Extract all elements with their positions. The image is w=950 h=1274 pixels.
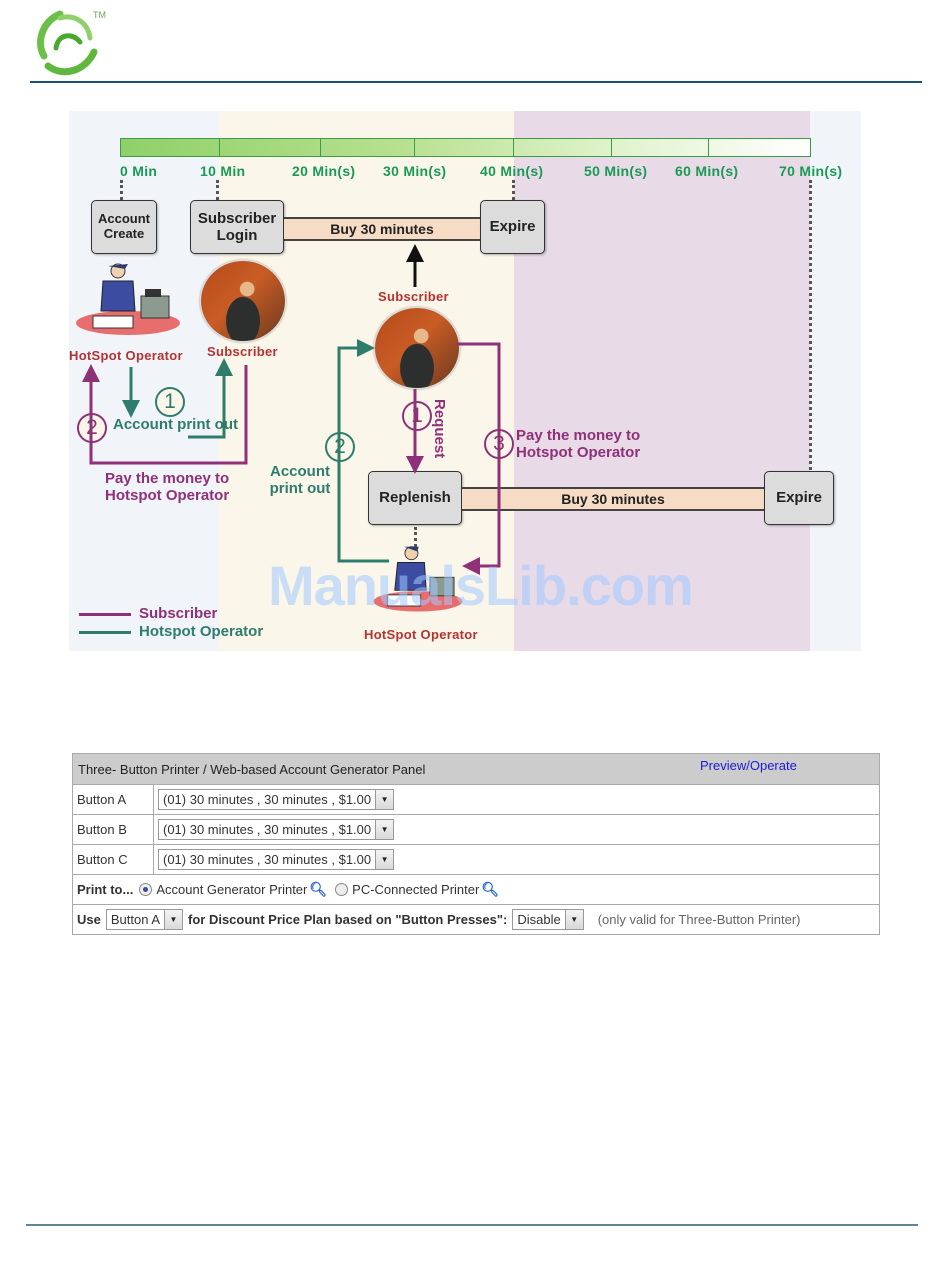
- tick-30: 30 Min(s): [383, 163, 447, 179]
- button-b-label: Button B: [73, 815, 154, 844]
- chevron-down-icon[interactable]: ▼: [564, 910, 583, 929]
- panel-header: Three- Button Printer / Web-based Accoun…: [73, 754, 879, 785]
- chevron-down-icon[interactable]: ▼: [375, 820, 394, 839]
- replenish-account-printout-label: Account print out: [269, 463, 331, 498]
- account-generator-printer-radio[interactable]: [139, 883, 153, 896]
- discount-row: Use Button A ▼ for Discount Price Plan b…: [73, 905, 879, 934]
- tick-50: 50 Min(s): [584, 163, 648, 179]
- discount-note: (only valid for Three-Button Printer): [597, 912, 801, 927]
- zone-post-expire: [810, 111, 861, 651]
- legend-operator-label: Hotspot Operator: [139, 623, 264, 640]
- panel-title: Three- Button Printer / Web-based Accoun…: [78, 762, 426, 777]
- tick-40: 40 Min(s): [480, 163, 544, 179]
- replenish-subscriber-caption: Subscriber: [378, 289, 449, 304]
- pc-connected-printer-radio[interactable]: [335, 883, 349, 896]
- button-a-label: Button A: [73, 785, 154, 814]
- chevron-down-icon[interactable]: ▼: [164, 910, 183, 929]
- replenish-expire-box: Expire: [764, 471, 834, 525]
- tick-20: 20 Min(s): [292, 163, 356, 179]
- replenish-box: Replenish: [368, 471, 462, 525]
- subscriber-photo: [200, 260, 286, 342]
- account-create-box: Account Create: [91, 200, 157, 254]
- button-a-row: Button A (01) 30 minutes , 30 minutes , …: [73, 785, 879, 815]
- timeline-bar: [120, 138, 811, 157]
- left-pay-money-label: Pay the money to Hotspot Operator: [105, 470, 230, 505]
- tick-10: 10 Min: [200, 163, 246, 179]
- billing-flow-diagram: 0 Min 10 Min 20 Min(s) 30 Min(s) 40 Min(…: [69, 111, 861, 651]
- tick-70: 70 Min(s): [779, 163, 843, 179]
- step-1-badge: 1: [155, 387, 185, 417]
- subscriber-login-box: Subscriber Login: [190, 200, 284, 254]
- header-divider: [30, 81, 922, 83]
- zone-replenish-time: [514, 111, 810, 651]
- buy-time-bar: Buy 30 minutes: [284, 217, 480, 241]
- tick-0: 0 Min: [120, 163, 158, 179]
- request-step-1-badge: 1: [402, 401, 432, 431]
- button-c-plan-select[interactable]: (01) 30 minutes , 30 minutes , $1.00 ▼: [158, 849, 395, 870]
- flow-arrows: [82, 244, 501, 575]
- button-b-row: Button B (01) 30 minutes , 30 minutes , …: [73, 815, 879, 845]
- button-b-plan-select[interactable]: (01) 30 minutes , 30 minutes , $1.00 ▼: [158, 819, 395, 840]
- legend-subscriber-label: Subscriber: [139, 605, 218, 622]
- dotted-connector: [512, 180, 515, 200]
- search-icon[interactable]: 🔍︎: [309, 881, 328, 897]
- search-icon[interactable]: 🔍︎: [481, 881, 500, 897]
- account-generator-panel: Three- Button Printer / Web-based Accoun…: [72, 753, 880, 935]
- pc-connected-printer-label[interactable]: PC-Connected Printer: [352, 882, 480, 897]
- legend-subscriber-swatch: [79, 613, 131, 616]
- button-c-label: Button C: [73, 845, 154, 874]
- discount-button-select[interactable]: Button A ▼: [105, 909, 184, 930]
- company-logo-icon: [37, 10, 98, 76]
- use-label: Use: [77, 912, 101, 927]
- replenish-operator-illustration: [373, 546, 463, 612]
- legend-operator-swatch: [79, 631, 131, 634]
- account-generator-printer-label[interactable]: Account Generator Printer: [156, 882, 308, 897]
- watermark: ManualsLib.com: [268, 554, 694, 617]
- discount-plan-label: for Discount Price Plan based on "Button…: [188, 912, 508, 927]
- left-subscriber-caption: Subscriber: [207, 344, 278, 359]
- dotted-connector: [120, 180, 123, 200]
- trademark-mark: TM: [93, 10, 106, 20]
- chevron-down-icon[interactable]: ▼: [375, 850, 394, 869]
- print-to-label: Print to...: [77, 882, 134, 897]
- request-label: Request: [431, 399, 448, 459]
- button-c-row: Button C (01) 30 minutes , 30 minutes , …: [73, 845, 879, 875]
- dotted-connector: [216, 180, 219, 200]
- preview-operate-link[interactable]: Preview/Operate: [700, 758, 797, 773]
- dotted-connector: [809, 180, 812, 470]
- discount-state-select[interactable]: Disable ▼: [512, 909, 584, 930]
- footer-divider: [26, 1224, 918, 1226]
- left-operator-caption: HotSpot Operator: [69, 348, 183, 363]
- replenish-subscriber-photo: [374, 307, 460, 389]
- hotspot-operator-illustration: [76, 263, 180, 335]
- print-to-row: Print to... Account Generator Printer 🔍︎…: [73, 875, 879, 905]
- expire-box: Expire: [480, 200, 545, 254]
- tick-60: 60 Min(s): [675, 163, 739, 179]
- replenish-buy-time-bar: Buy 30 minutes: [462, 487, 764, 511]
- replenish-operator-caption: HotSpot Operator: [364, 627, 478, 642]
- button-a-plan-select[interactable]: (01) 30 minutes , 30 minutes , $1.00 ▼: [158, 789, 395, 810]
- replenish-pay-money-label: Pay the money to Hotspot Operator: [516, 427, 641, 462]
- chevron-down-icon[interactable]: ▼: [375, 790, 394, 809]
- dotted-connector: [414, 527, 417, 547]
